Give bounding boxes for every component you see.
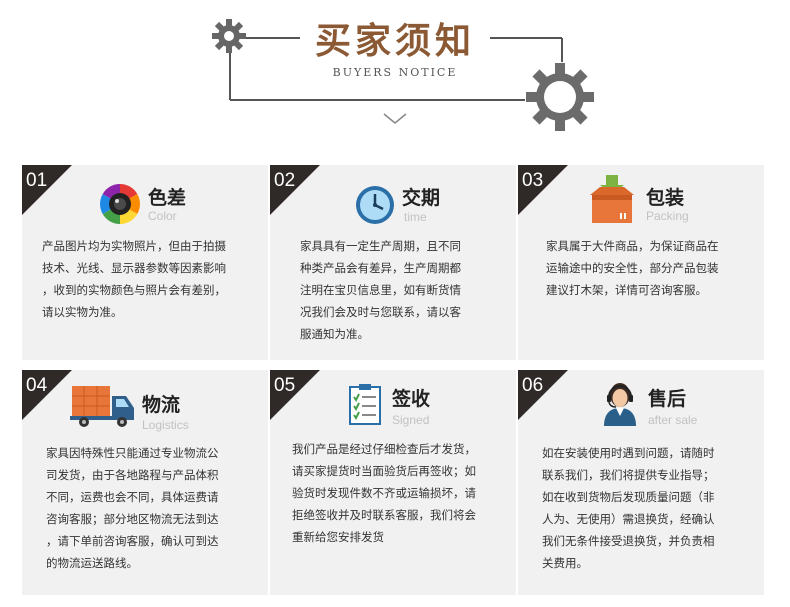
description-line: 我们无条件接受退换货，并负责相 <box>542 534 715 548</box>
description-line: 请买家提货时当面验货后再签收；如 <box>292 464 476 478</box>
description-line: 况我们会及时与您联系，请以客 <box>300 305 461 319</box>
description-line: 拒绝签收并及时联系客服，我们将会 <box>292 508 476 522</box>
camera-lens-icon <box>100 184 140 224</box>
description-line: 联系我们，我们将提供专业指导； <box>542 468 715 482</box>
description-line: 如在安装使用时遇到问题，请随时 <box>542 446 715 460</box>
description-line: 运输途中的安全性，部分产品包装 <box>546 261 719 275</box>
checklist-clipboard-icon <box>349 384 381 425</box>
description-line: 家具具有一定生产周期，且不同 <box>300 239 461 253</box>
description-line: 服通知为准。 <box>300 327 369 341</box>
description-line: 如在收到货物后发现质量问题（非 <box>542 490 715 504</box>
card-title: 物流 <box>142 394 181 416</box>
description-line: 家具因特殊性只能通过专业物流公 <box>46 446 219 460</box>
card-description: 家具属于大件商品，为保证商品在 运输途中的安全性，部分产品包装 建议打木架，详情… <box>546 235 719 301</box>
number-tag <box>518 370 568 420</box>
card-title: 售后 <box>648 388 687 410</box>
description-line: 注明在宝贝信息里，如有断货情 <box>300 283 461 297</box>
description-line: 司发货，由于各地路程与产品体积 <box>46 468 219 482</box>
card-description: 家具具有一定生产周期，且不同 种类产品会有差异，生产周期都 注明在宝贝信息里，如… <box>300 235 461 345</box>
number-tag <box>518 165 568 215</box>
card-title: 交期 <box>402 187 441 209</box>
description-line: 家具属于大件商品，为保证商品在 <box>546 239 719 253</box>
number-tag <box>22 165 72 215</box>
description-line: 验货时发现件数不齐或运输损坏，请 <box>292 486 476 500</box>
notice-card-packing: 03 包装 Packing 家具属于大件商品，为保证商品在 运输途中的安全性，部… <box>518 165 764 360</box>
header: 买家须知 BUYERS NOTICE <box>0 0 790 135</box>
description-line: 关费用。 <box>542 556 588 570</box>
description-line: 产品图片均为实物照片，但由于拍摄 <box>42 239 226 253</box>
description-line: 技术、光线、显示器参数等因素影响 <box>42 261 226 275</box>
description-line: 种类产品会有差异，生产周期都 <box>300 261 461 275</box>
number-tag <box>22 370 72 420</box>
description-line: 的物流运送路线。 <box>46 556 138 570</box>
notice-card-logistics: 04 物流 Logistics 家具因特殊性只能通过专业物流公 司发货，由于各地… <box>22 370 268 595</box>
description-line: 不同，运费也会不同，具体运费请 <box>46 490 219 504</box>
notice-card-after-sale: 06 售后 after sale 如在安装使用时遇到问题，请随时 联系我们，我们… <box>518 370 764 595</box>
notice-card-color: 01 色差 Color 产品图片均为实物照片，但由于拍摄 技术、光线、显示器参数… <box>22 165 268 360</box>
card-title: 签收 <box>392 388 431 410</box>
card-subtitle: Color <box>148 209 177 223</box>
card-number: 04 <box>26 375 48 396</box>
description-line: 重新给您安排发货 <box>292 530 384 544</box>
description-line: ，收到的实物颜色与照片会有差别， <box>42 283 226 297</box>
description-line: ，请下单前咨询客服，确认可到达 <box>46 534 219 548</box>
number-tag <box>270 370 320 420</box>
description-line: 咨询客服；部分地区物流无法到达 <box>46 512 219 526</box>
package-box-icon <box>590 175 634 223</box>
card-subtitle: Packing <box>646 209 689 223</box>
card-number: 06 <box>522 375 544 396</box>
page-subtitle: BUYERS NOTICE <box>332 66 458 79</box>
card-subtitle: after sale <box>648 413 698 427</box>
card-title: 色差 <box>148 187 187 209</box>
card-title: 包装 <box>646 187 685 209</box>
card-number: 03 <box>522 170 544 191</box>
large-gear-icon <box>526 63 594 131</box>
card-number: 01 <box>26 170 48 191</box>
number-tag <box>270 165 320 215</box>
small-gear-icon <box>212 19 246 53</box>
clock-icon <box>356 186 394 224</box>
description-line: 建议打木架，详情可咨询客服。 <box>546 283 707 297</box>
customer-service-icon <box>604 383 636 426</box>
card-description: 我们产品是经过仔细检查后才发货， 请买家提货时当面验货后再签收；如 验货时发现件… <box>292 438 476 548</box>
card-subtitle: Logistics <box>142 418 189 432</box>
card-description: 如在安装使用时遇到问题，请随时 联系我们，我们将提供专业指导； 如在收到货物后发… <box>542 442 715 574</box>
card-description: 产品图片均为实物照片，但由于拍摄 技术、光线、显示器参数等因素影响 ，收到的实物… <box>42 235 226 323</box>
header-frame <box>229 37 563 124</box>
card-subtitle: time <box>404 210 427 224</box>
card-description: 家具因特殊性只能通过专业物流公 司发货，由于各地路程与产品体积 不同，运费也会不… <box>46 442 219 574</box>
notice-card-time: 02 交期 time 家具具有一定生产周期，且不同 种类产品会有差异，生产周期都… <box>270 165 516 360</box>
card-number: 02 <box>274 170 296 191</box>
card-subtitle: Signed <box>392 413 430 427</box>
card-number: 05 <box>274 375 296 396</box>
description-line: 请以实物为准。 <box>42 305 123 319</box>
description-line: 我们产品是经过仔细检查后才发货， <box>292 442 476 456</box>
page-title: 买家须知 <box>314 21 475 62</box>
delivery-truck-icon <box>70 386 134 427</box>
notice-card-signed: 05 签收 Signed 我们产品是经过仔细检查后才发货， 请买家提货时当面验货… <box>270 370 516 595</box>
description-line: 人为、无使用）需退换货，经确认 <box>542 512 715 526</box>
